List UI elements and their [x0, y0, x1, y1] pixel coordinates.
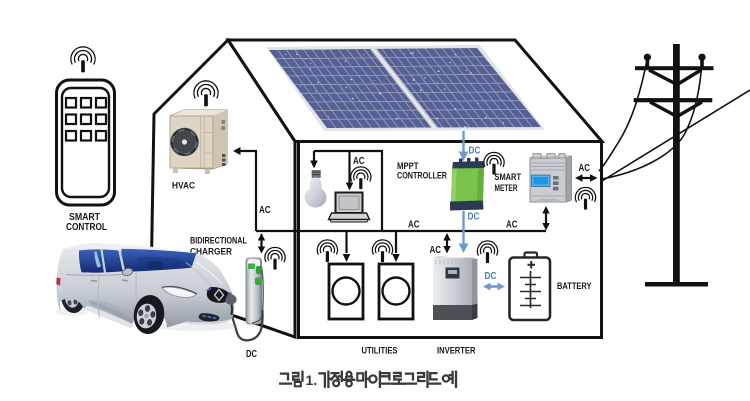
- svg-text:BIDIRECTIONAL: BIDIRECTIONAL: [190, 236, 247, 247]
- svg-text:AC: AC: [579, 162, 591, 174]
- svg-text:BATTERY: BATTERY: [557, 281, 592, 292]
- svg-text:DC: DC: [485, 270, 497, 282]
- svg-text:UTILITIES: UTILITIES: [362, 346, 398, 356]
- svg-text:SMART: SMART: [495, 172, 522, 183]
- svg-text:CONTROL: CONTROL: [66, 221, 107, 233]
- svg-text:DC: DC: [468, 211, 480, 223]
- svg-text:METER: METER: [495, 183, 518, 194]
- svg-text:SMART: SMART: [69, 211, 100, 223]
- svg-text:HVAC: HVAC: [172, 181, 195, 192]
- svg-text:AC: AC: [430, 244, 442, 256]
- svg-text:AC: AC: [259, 204, 271, 216]
- svg-text:AC: AC: [353, 155, 365, 167]
- svg-text:DC: DC: [246, 349, 257, 360]
- svg-text:AC: AC: [408, 219, 420, 231]
- svg-text:INVERTER: INVERTER: [437, 346, 476, 356]
- svg-text:1.: 1.: [306, 372, 318, 388]
- svg-text:MPPT: MPPT: [397, 161, 419, 172]
- svg-text:DC: DC: [469, 145, 481, 157]
- svg-text:CONTROLLER: CONTROLLER: [397, 171, 447, 182]
- svg-text:AC: AC: [506, 219, 518, 231]
- svg-text:CHARGER: CHARGER: [190, 247, 232, 258]
